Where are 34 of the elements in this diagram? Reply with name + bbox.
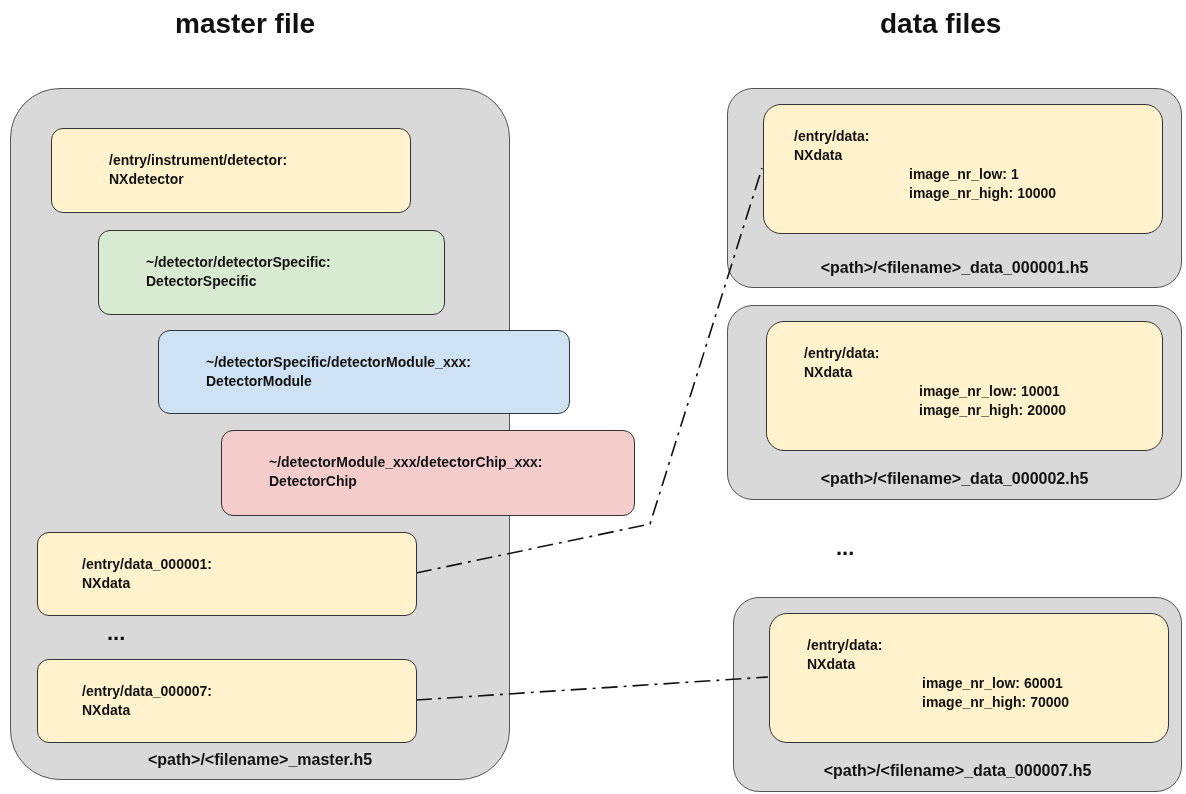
file-name: <path>/<filename>_data_000001.h5 — [819, 259, 1090, 277]
group-box — [51, 128, 411, 213]
file-container — [733, 597, 1182, 792]
file-name: <path>/<filename>_data_000002.h5 — [819, 470, 1090, 488]
group-box — [766, 321, 1163, 451]
attribute-text: image_nr_low: 10001 image_nr_high: 20000 — [919, 382, 1068, 420]
file-name: <path>/<filename>_data_000007.h5 — [822, 762, 1093, 780]
group-path: /entry/data_000001: NXdata — [82, 555, 213, 593]
file-container — [727, 305, 1182, 500]
group-box — [158, 330, 570, 414]
group-path: /entry/data_000007: NXdata — [82, 682, 213, 720]
group-box — [37, 532, 417, 616]
group-box — [37, 659, 417, 743]
heading: data files — [880, 8, 1002, 40]
group-box — [221, 430, 635, 516]
group-path: ~/detectorModule_xxx/detectorChip_xxx: DetectorChip — [269, 453, 544, 491]
file-container — [727, 88, 1182, 288]
attribute-text: image_nr_low: 1 image_nr_high: 10000 — [909, 165, 1058, 203]
group-box — [763, 104, 1163, 234]
group-path: ~/detectorSpecific/detectorModule_xxx: DetectorModule — [206, 353, 472, 391]
group-path: /entry/data: NXdata — [794, 127, 871, 165]
ellipsis: ... — [836, 535, 855, 561]
ellipsis: ... — [107, 620, 126, 646]
dash-dot-connector — [415, 167, 763, 574]
group-path: /entry/data: NXdata — [804, 344, 881, 382]
file-name: <path>/<filename>_master.h5 — [146, 751, 374, 769]
heading: master file — [175, 8, 316, 40]
dash-dot-connector — [415, 676, 769, 701]
group-path: /entry/data: NXdata — [807, 636, 884, 674]
group-path: /entry/instrument/detector: NXdetector — [109, 151, 289, 189]
group-box — [98, 230, 445, 315]
group-box — [769, 613, 1169, 743]
attribute-text: image_nr_low: 60001 image_nr_high: 70000 — [922, 674, 1071, 712]
group-path: ~/detector/detectorSpecific: DetectorSpecific — [146, 253, 332, 291]
